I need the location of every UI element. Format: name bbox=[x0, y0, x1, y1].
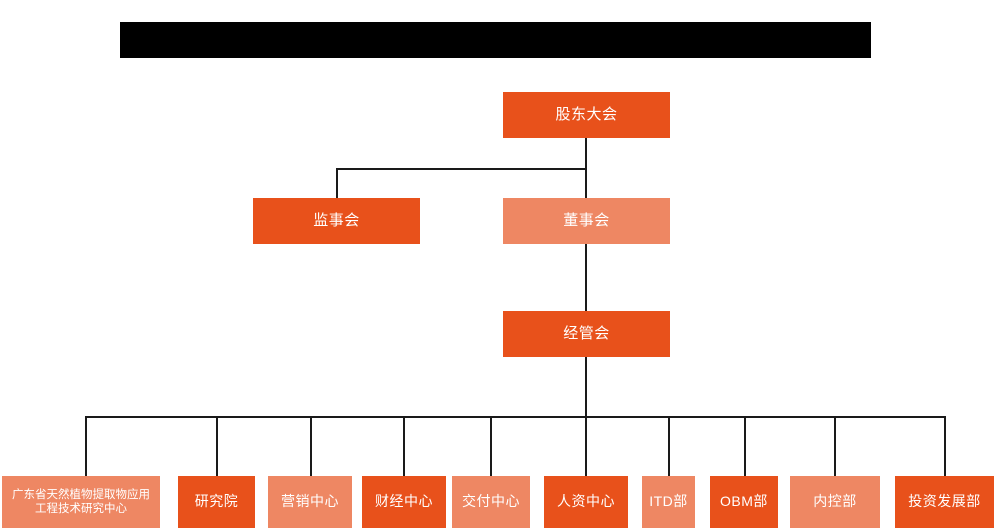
org-node-hr[interactable]: 人资中心 bbox=[544, 476, 628, 528]
leaf-drop-connector-0 bbox=[85, 416, 87, 477]
leaf-drop-connector-3 bbox=[403, 416, 405, 477]
org-node-internal-ctrl[interactable]: 内控部 bbox=[790, 476, 880, 528]
org-node-label: 经管会 bbox=[563, 324, 610, 342]
org-node-investment[interactable]: 投资发展部 bbox=[895, 476, 994, 528]
leaf-drop-connector-6 bbox=[668, 416, 670, 477]
org-node-finance[interactable]: 财经中心 bbox=[362, 476, 446, 528]
org-node-research-ctr[interactable]: 广东省天然植物提取物应用工程技术研究中心 bbox=[2, 476, 160, 528]
leaf-drop-connector-1 bbox=[216, 416, 218, 477]
leaf-drop-connector-8 bbox=[834, 416, 836, 477]
org-node-obm[interactable]: OBM部 bbox=[710, 476, 778, 528]
org-node-label: 董事会 bbox=[563, 211, 610, 229]
top-stem-connector bbox=[585, 138, 587, 170]
level1-bus-connector bbox=[336, 168, 587, 170]
leaf-drop-connector-4 bbox=[490, 416, 492, 477]
org-node-label: ITD部 bbox=[649, 493, 688, 510]
org-node-label: 监事会 bbox=[313, 211, 360, 229]
leaf-drop-connector-2 bbox=[310, 416, 312, 477]
org-node-marketing[interactable]: 营销中心 bbox=[268, 476, 352, 528]
org-node-label: OBM部 bbox=[720, 493, 768, 510]
org-node-label: 人资中心 bbox=[557, 493, 615, 510]
leaf-bus-connector bbox=[85, 416, 946, 418]
org-node-label: 研究院 bbox=[194, 493, 239, 510]
org-node-directors[interactable]: 董事会 bbox=[503, 198, 670, 244]
org-node-itd[interactable]: ITD部 bbox=[642, 476, 695, 528]
org-node-label: 股东大会 bbox=[555, 105, 618, 123]
supervisors-drop-connector bbox=[336, 168, 338, 199]
org-node-shareholders[interactable]: 股东大会 bbox=[503, 92, 670, 138]
leaf-drop-connector-5 bbox=[585, 416, 587, 477]
org-node-delivery[interactable]: 交付中心 bbox=[452, 476, 530, 528]
directors-stem-connector bbox=[585, 244, 587, 312]
leaf-drop-connector-9 bbox=[944, 416, 946, 477]
org-node-management[interactable]: 经管会 bbox=[503, 311, 670, 357]
org-node-label: 交付中心 bbox=[462, 493, 520, 510]
org-node-label: 营销中心 bbox=[281, 493, 339, 510]
org-node-label: 财经中心 bbox=[375, 493, 433, 510]
org-node-label: 内控部 bbox=[813, 493, 857, 510]
org-node-label: 广东省天然植物提取物应用工程技术研究中心 bbox=[12, 488, 150, 515]
org-node-institute[interactable]: 研究院 bbox=[178, 476, 255, 528]
directors-drop-connector bbox=[585, 168, 587, 199]
org-node-supervisors[interactable]: 监事会 bbox=[253, 198, 420, 244]
org-node-label: 投资发展部 bbox=[908, 493, 981, 510]
leaf-drop-connector-7 bbox=[744, 416, 746, 477]
redacted-title-bar bbox=[120, 22, 871, 58]
management-stem-connector bbox=[585, 357, 587, 418]
